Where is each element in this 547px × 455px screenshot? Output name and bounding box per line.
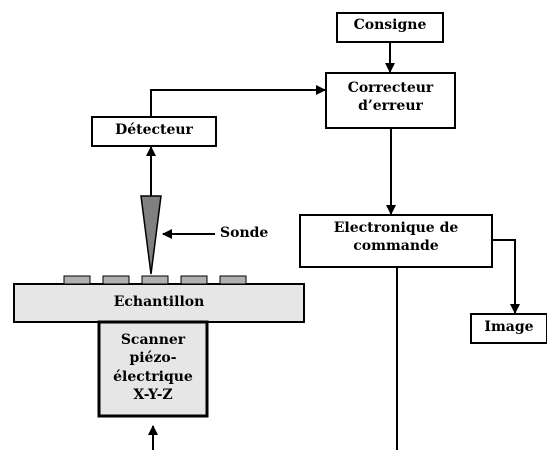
scanner-line-4: X-Y-Z [133,387,173,404]
correcteur-box [325,72,456,129]
correcteur-line-1: Correcteur [347,80,434,96]
arrow-detecteur-to-correcteur [150,85,326,117]
electronique-line-1: Electronique de [333,220,459,236]
echantillon-box [13,283,305,323]
scanner-label: Scanner piézo- électrique X-Y-Z [99,331,207,405]
electronique-line-2: commande [353,237,439,254]
electronique-label: Electronique de commande [300,220,492,255]
scanner-box [97,320,209,418]
surface-atom [63,275,91,285]
echantillon-label: Echantillon [113,294,205,310]
scanner-line-2: piézo- [129,350,177,367]
scanner-line-1: Scanner [120,332,186,348]
correcteur-line-2: d’erreur [358,97,423,114]
surface-atom [180,275,208,285]
sonde-label: Sonde [220,225,269,241]
surface-atom [141,275,169,285]
scanner-line-3: électrique [113,368,193,385]
image-label: Image [484,319,534,335]
consigne-label: Consigne [353,17,427,33]
detecteur-label: Détecteur [115,122,193,138]
correcteur-label: Correcteur d’erreur [326,80,455,115]
surface-atom [219,275,247,285]
image-box [470,313,547,344]
surface-atom [102,275,130,285]
probe-tip [140,195,162,275]
arrow-electronique-to-image [492,239,520,314]
